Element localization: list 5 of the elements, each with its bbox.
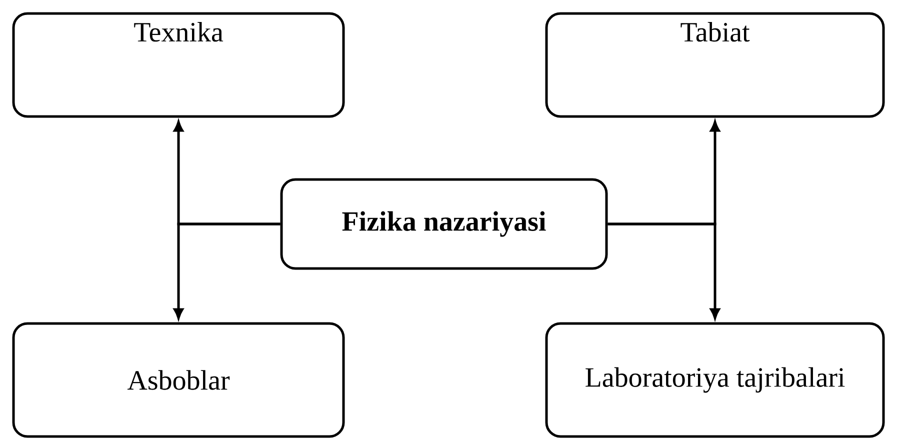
- process-box: Texnika: [12, 12, 345, 118]
- process-box: Tabiat: [545, 12, 885, 118]
- process-box: Fizika nazariyasi: [280, 178, 608, 270]
- process-box: Asboblar: [12, 322, 345, 438]
- process-box: Laboratoriya tajribalari: [545, 322, 885, 438]
